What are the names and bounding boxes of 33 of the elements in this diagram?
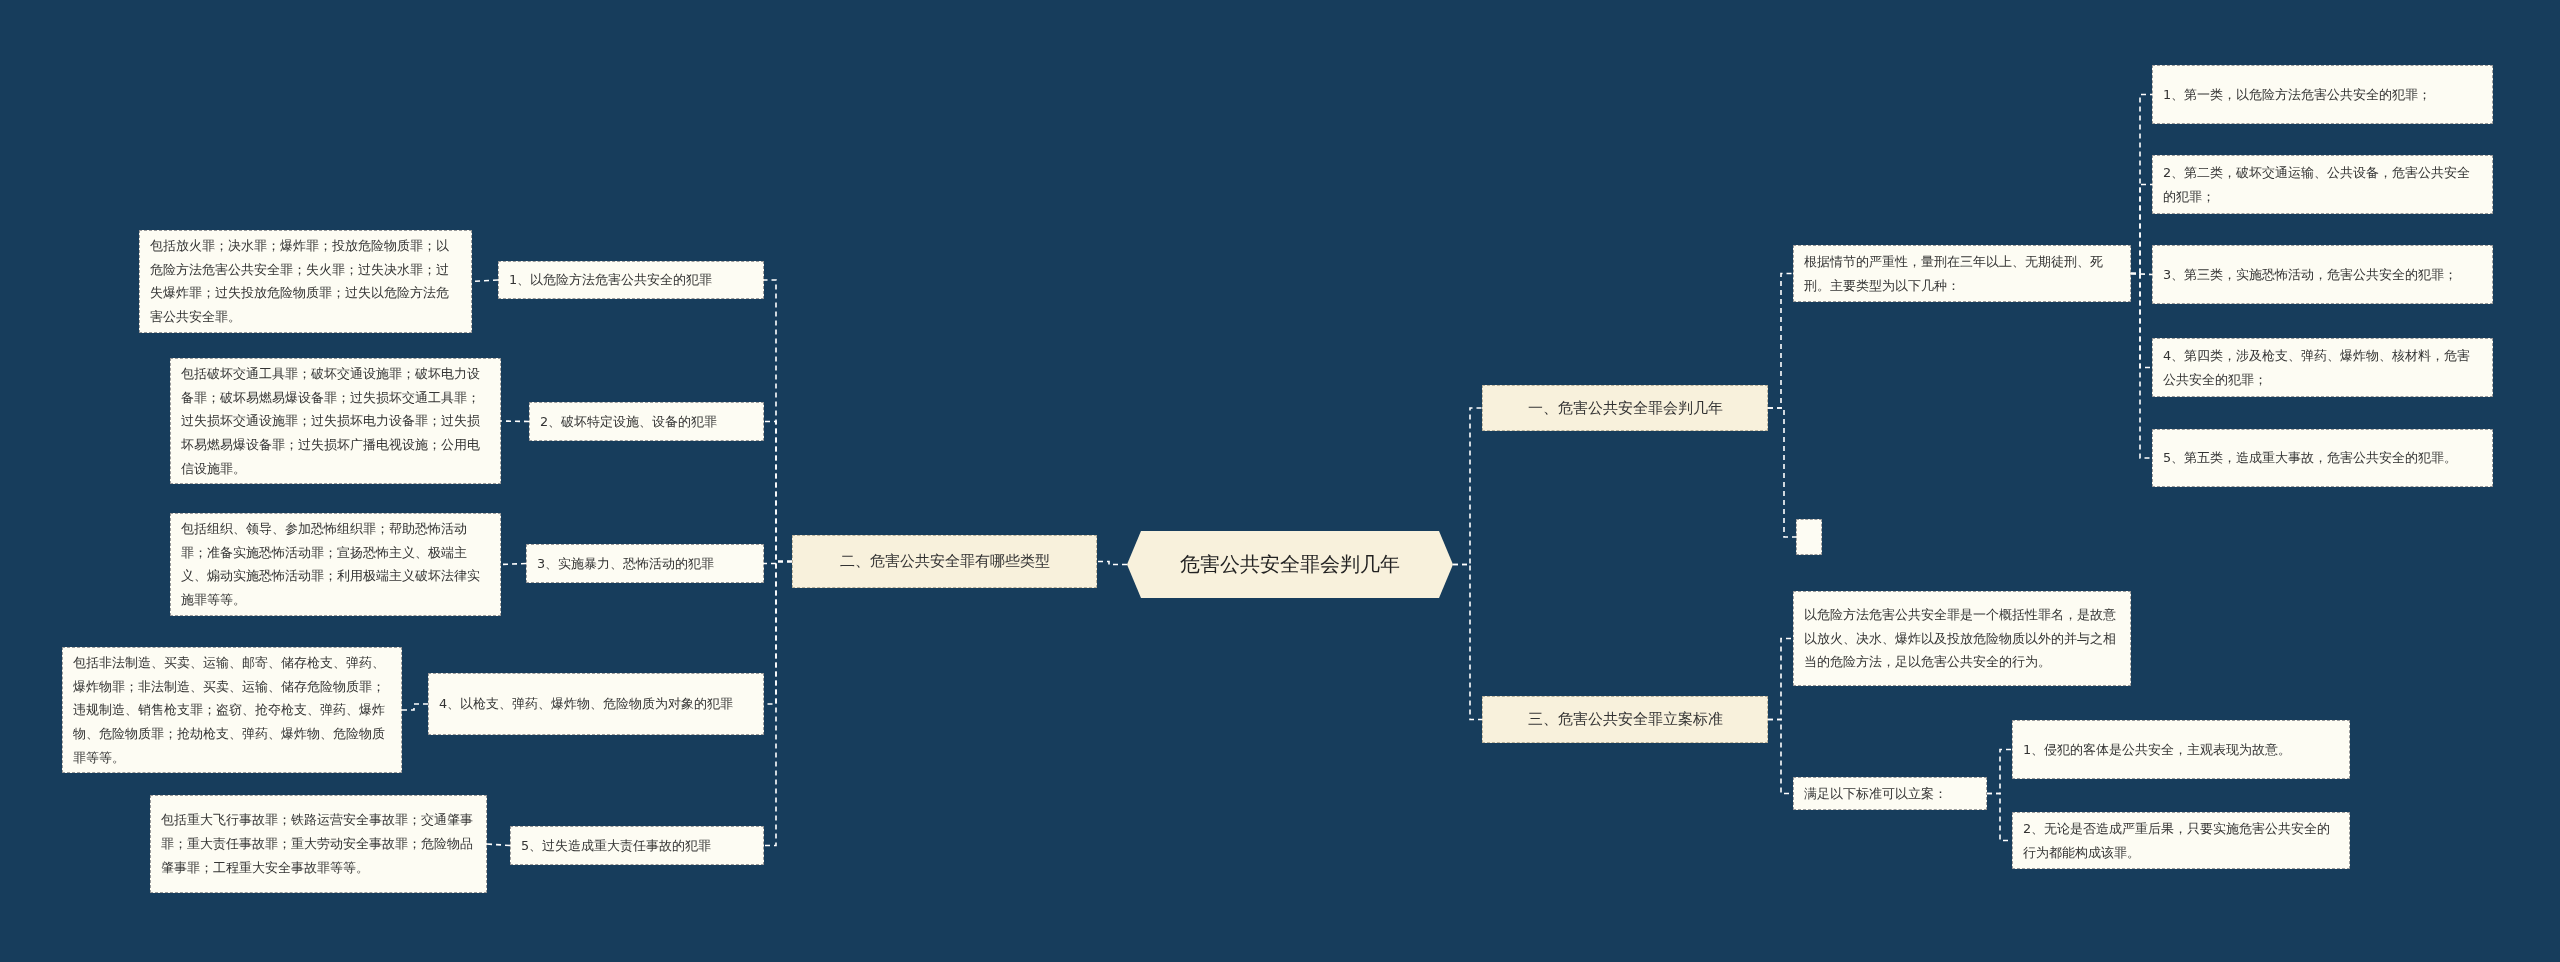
branch-topic-box: 二、危害公共安全罪有哪些类型 [792, 535, 1097, 588]
connector-line [1096, 560, 1128, 566]
topic-box: 满足以下标准可以立案： [1793, 777, 1987, 810]
detail-box: 包括重大飞行事故罪；铁路运营安全事故罪；交通肇事罪；重大责任事故罪；重大劳动安全事故罪；危险物品肇事罪；工程重大安全事故罪等等。 [150, 795, 487, 893]
branch-topic-box: 三、危害公共安全罪立案标准 [1482, 696, 1768, 743]
central-topic-hexagon: 危害公共安全罪会判几年 [1127, 531, 1453, 598]
detail-box: 3、第三类，实施恐怖活动，危害公共安全的犯罪； [2152, 245, 2493, 304]
connector-line [1452, 563, 1483, 721]
branch-topic-box: 一、危害公共安全罪会判几年 [1482, 385, 1768, 431]
topic-box: 以危险方法危害公共安全罪是一个概括性罪名，是故意以放火、决水、爆炸以及投放危险物质以外的并与之相当的危险方法，足以危害公共安全的行为。 [1793, 591, 2131, 686]
detail-box: 4、第四类，涉及枪支、弹药、爆炸物、核材料，危害公共安全的犯罪； [2152, 338, 2493, 397]
detail-box: 包括组织、领导、参加恐怖组织罪；帮助恐怖活动罪；准备实施恐怖活动罪；宣扬恐怖主义、极端主义、煽动实施恐怖活动罪；利用极端主义破坏法律实施罪等等。 [170, 513, 501, 616]
topic-box: 5、过失造成重大责任事故的犯罪 [510, 826, 764, 865]
connector-line [1767, 407, 1797, 538]
topic-box: 4、以枪支、弹药、爆炸物、危险物质为对象的犯罪 [428, 673, 764, 735]
connector-line [500, 562, 527, 566]
connector-line [763, 560, 793, 847]
empty-box [1796, 519, 1822, 555]
detail-box: 1、第一类，以危险方法危害公共安全的犯罪； [2152, 65, 2493, 124]
detail-box: 包括破坏交通工具罪；破坏交通设施罪；破坏电力设备罪；破坏易燃易爆设备罪；过失损坏交通工具罪；过失损坏交通设施罪；过失损坏电力设备罪；过失损坏易燃易爆设备罪；过失损坏广播电视设施；公用电信设施罪。 [170, 358, 501, 485]
topic-box: 1、以危险方法危害公共安全的犯罪 [498, 261, 764, 299]
detail-box: 1、侵犯的客体是公共安全，主观表现为故意。 [2012, 720, 2350, 779]
topic-box: 3、实施暴力、恐怖活动的犯罪 [526, 544, 764, 583]
detail-box: 2、第二类，破坏交通运输、公共设备，危害公共安全的犯罪； [2152, 155, 2493, 214]
connector-line [486, 843, 511, 847]
connector-line [2130, 272, 2153, 459]
detail-box: 包括非法制造、买卖、运输、邮寄、储存枪支、弹药、爆炸物罪；非法制造、买卖、运输、储存危险物质罪；违规制造、销售枪支罪；盗窃、抢夺枪支、弹药、爆炸物、危险物质罪；抢劫枪支、弹药、爆炸物、危险物质罪等等。 [62, 647, 402, 774]
detail-box: 5、第五类，造成重大事故，危害公共安全的犯罪。 [2152, 429, 2493, 487]
topic-box: 根据情节的严重性，量刑在三年以上、无期徒刑、死刑。主要类型为以下几种： [1793, 245, 2131, 302]
detail-box: 2、无论是否造成严重后果，只要实施危害公共安全的行为都能构成该罪。 [2012, 812, 2350, 869]
topic-box: 2、破坏特定设施、设备的犯罪 [529, 402, 764, 441]
detail-box: 包括放火罪；决水罪；爆炸罪；投放危险物质罪；以危险方法危害公共安全罪；失火罪；过失决水罪；过失爆炸罪；过失投放危险物质罪；过失以危险方法危害公共安全罪。 [139, 230, 472, 333]
connector-line [401, 703, 429, 711]
